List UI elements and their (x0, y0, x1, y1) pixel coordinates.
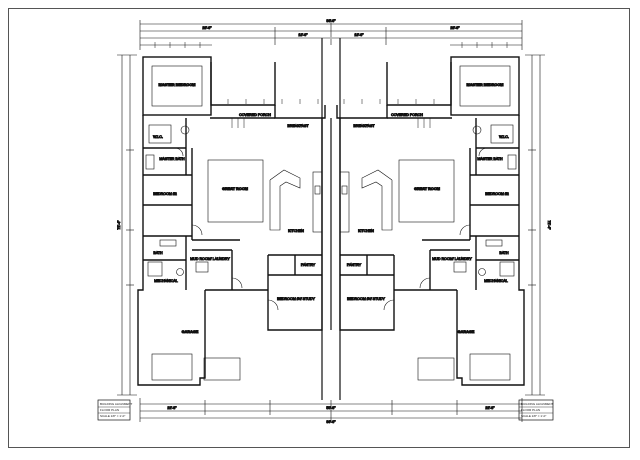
label-kitchen-l: KITCHEN (288, 229, 304, 233)
dim-overall-right: 71'-4" (547, 220, 551, 230)
title-block-left: BUILDING ALIGNMENT FLOOR PLAN SCALE 1/8"… (97, 399, 133, 421)
label-wic-r: W.I.C. (499, 135, 509, 139)
label-great-room-r: GREAT ROOM (414, 187, 440, 191)
title-right-line1: BUILDING ALIGNMENT (521, 402, 554, 406)
label-master-bedroom-l: MASTER BEDROOM (159, 83, 196, 87)
label-pantry-l: PANTRY (301, 263, 316, 267)
fixtures (145, 65, 517, 381)
label-mudroom-r: MUD ROOM/ LAUNDRY (432, 257, 472, 261)
label-bath-l: BATH (153, 251, 163, 255)
label-breakfast-r: BREAKFAST (353, 124, 375, 128)
label-kitchen-r: KITCHEN (358, 229, 374, 233)
dim-bottom-right: 22'-8" (485, 406, 495, 410)
title-left-line3: SCALE 1/8" = 1'-0" (100, 414, 125, 418)
label-breakfast-l: BREAKFAST (287, 124, 309, 128)
label-bedroom4-r: BEDROOM #4/ STUDY (347, 297, 385, 301)
dim-top-left: 28'-0" (202, 26, 212, 30)
label-wic-l: W.I.C. (153, 135, 163, 139)
label-porch-r: COVERED PORCH (391, 113, 423, 117)
dim-top-right: 28'-0" (450, 26, 460, 30)
label-bedroom2-l: BEDROOM #2 (153, 192, 177, 196)
label-master-bath-l: MASTER BATH (159, 157, 185, 161)
label-mudroom-l: MUD ROOM/ LAUNDRY (190, 257, 230, 261)
title-left-line1: BUILDING ALIGNMENT (100, 402, 133, 406)
label-pantry-r: PANTRY (347, 263, 362, 267)
label-bedroom4-l: BEDROOM #4/ STUDY (277, 297, 315, 301)
dim-bottom-overall: 96'-0" (326, 420, 336, 424)
porch-steps (231, 118, 431, 128)
title-left-line2: FLOOR PLAN (100, 408, 119, 412)
label-mechanical-l: MECHANICAL (154, 279, 178, 283)
label-garage-r: GARAGE (458, 330, 475, 334)
title-right-line3: SCALE 1/8" = 1'-0" (521, 414, 546, 418)
label-great-room-l: GREAT ROOM (222, 187, 248, 191)
dim-overall-top: 96'-0" (326, 19, 336, 23)
dim-bottom-left: 22'-8" (167, 406, 177, 410)
label-porch-l: COVERED PORCH (239, 113, 271, 117)
title-right-line2: FLOOR PLAN (521, 408, 540, 412)
label-mechanical-r: MECHANICAL (484, 279, 508, 283)
label-bath-r: BATH (499, 251, 509, 255)
label-bedroom2-r: BEDROOM #2 (485, 192, 509, 196)
party-wall (321, 38, 341, 400)
sheet-border (8, 8, 630, 448)
dim-bottom-center: 50'-8" (326, 406, 336, 410)
label-garage-l: GARAGE (182, 330, 199, 334)
label-master-bedroom-r: MASTER BEDROOM (467, 83, 504, 87)
title-block-right: BUILDING ALIGNMENT FLOOR PLAN SCALE 1/8"… (518, 399, 554, 421)
label-master-bath-r: MASTER BATH (477, 157, 503, 161)
dim-overall-left: 71'-4" (117, 220, 121, 230)
dimension-ticks (154, 42, 508, 104)
dim-top-center-r: 13'-0" (354, 33, 364, 37)
dim-top-center-l: 13'-0" (298, 33, 308, 37)
